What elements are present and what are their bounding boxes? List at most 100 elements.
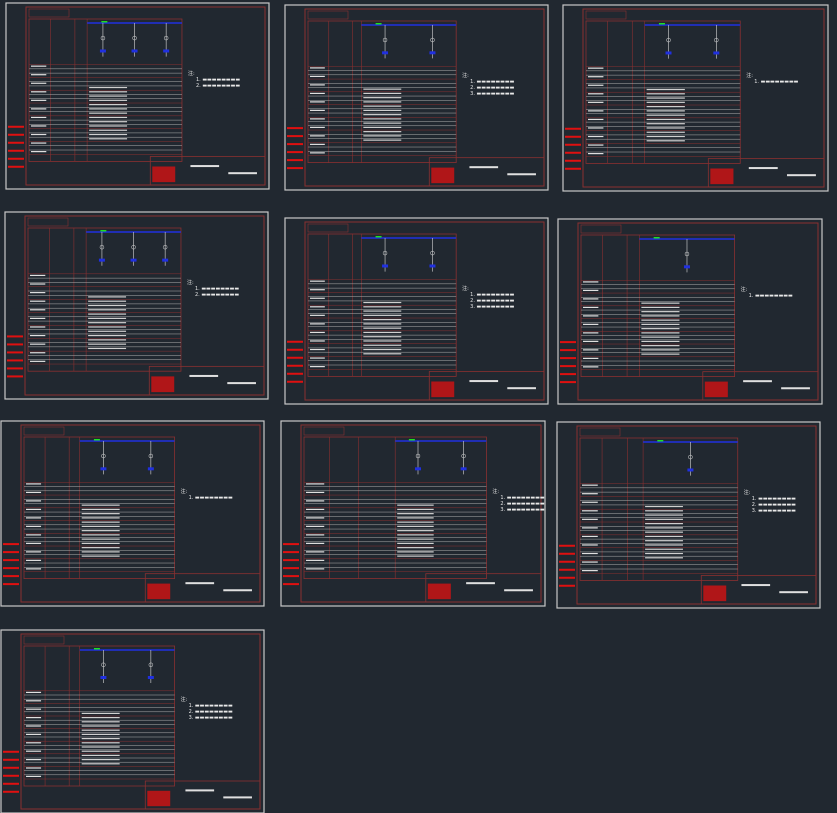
row-value-text bbox=[397, 538, 434, 540]
row-value-text bbox=[81, 712, 120, 714]
row-value-text bbox=[81, 725, 120, 727]
left-strip-label bbox=[8, 141, 24, 144]
header-cell bbox=[585, 10, 627, 20]
row-value-text bbox=[645, 531, 683, 533]
row-value-text bbox=[88, 313, 127, 315]
row-value-text bbox=[641, 315, 680, 317]
left-strip-label bbox=[287, 380, 303, 383]
row-value-text bbox=[641, 302, 680, 304]
row-value-text bbox=[641, 319, 680, 321]
title-block-signatures bbox=[710, 168, 734, 185]
drawing-sheet-9[interactable] bbox=[556, 421, 821, 609]
breaker-symbol bbox=[714, 37, 719, 43]
left-strip-label bbox=[3, 551, 19, 554]
title-block-signatures bbox=[703, 585, 727, 602]
row-value-text bbox=[88, 296, 127, 298]
switch-symbol bbox=[713, 51, 720, 55]
switch-symbol bbox=[147, 467, 154, 471]
sheet-notes: 注: 1. ▬▬▬▬▬▬▬▬ bbox=[181, 488, 233, 501]
left-strip-label bbox=[3, 575, 19, 578]
row-label-text bbox=[26, 708, 42, 710]
row-value-text bbox=[363, 88, 402, 90]
breaker-symbol bbox=[684, 251, 690, 257]
row-label-text bbox=[582, 518, 598, 520]
sheet-frame bbox=[304, 221, 545, 401]
row-value-text bbox=[88, 339, 127, 341]
row-value-text bbox=[641, 340, 680, 342]
row-label-text bbox=[30, 326, 46, 328]
drawing-sheet-3[interactable] bbox=[562, 4, 829, 192]
drawing-sheet-2[interactable] bbox=[284, 4, 549, 191]
drawing-sheet-5[interactable] bbox=[284, 217, 549, 405]
row-value-text bbox=[89, 86, 128, 89]
drawing-title-text bbox=[469, 380, 499, 383]
row-label-text bbox=[310, 92, 325, 94]
drawing-sheet-10[interactable] bbox=[0, 629, 265, 813]
drawing-sheet-1[interactable] bbox=[5, 2, 270, 190]
row-value-text bbox=[81, 750, 120, 752]
row-value-text bbox=[363, 340, 402, 342]
title-block-signatures bbox=[147, 583, 171, 600]
row-value-text bbox=[645, 548, 683, 550]
row-label-text bbox=[306, 483, 325, 485]
switch-symbol bbox=[382, 51, 389, 55]
row-value-text bbox=[88, 334, 127, 337]
row-value-text bbox=[646, 140, 685, 142]
row-label-text bbox=[310, 143, 325, 145]
row-label-text bbox=[583, 349, 599, 351]
drawing-sheet-6[interactable] bbox=[557, 218, 823, 405]
row-label-text bbox=[588, 76, 604, 78]
row-value-text bbox=[363, 319, 402, 321]
switch-symbol bbox=[131, 49, 138, 53]
sheet-frame bbox=[577, 222, 819, 401]
row-label-text bbox=[310, 289, 325, 291]
row-value-text bbox=[397, 542, 434, 544]
left-strip-label bbox=[3, 750, 19, 753]
left-strip-label bbox=[7, 343, 23, 346]
drawing-number-text bbox=[779, 591, 808, 594]
row-label-text bbox=[26, 551, 42, 553]
left-strip-label bbox=[8, 165, 24, 168]
notes-label: 注: bbox=[462, 285, 469, 292]
row-value-text bbox=[645, 557, 683, 559]
note-item: 3. ▬▬▬▬▬▬▬▬ bbox=[500, 506, 545, 513]
row-value-text bbox=[81, 538, 120, 540]
row-label-text bbox=[30, 274, 46, 277]
left-strip-label bbox=[559, 560, 575, 563]
left-strip-label bbox=[287, 143, 303, 146]
left-strip-label bbox=[8, 133, 24, 136]
row-value-text bbox=[81, 504, 120, 506]
title-block bbox=[148, 365, 265, 396]
row-value-text bbox=[363, 118, 402, 120]
row-label-text bbox=[582, 561, 598, 563]
left-strip-label bbox=[7, 375, 23, 378]
row-value-text bbox=[81, 754, 120, 756]
row-value-text bbox=[363, 122, 402, 124]
title-block bbox=[702, 371, 819, 401]
row-value-text bbox=[81, 525, 120, 527]
row-label-text bbox=[310, 331, 325, 334]
header-cell bbox=[23, 635, 65, 645]
row-label-text bbox=[26, 525, 42, 527]
left-strip-label bbox=[559, 544, 575, 547]
row-value-text bbox=[363, 336, 402, 338]
row-value-text bbox=[363, 105, 402, 107]
drawing-sheet-7[interactable] bbox=[0, 420, 265, 607]
row-label-text bbox=[26, 568, 42, 570]
row-label-text bbox=[588, 153, 604, 155]
notes-label: 注: bbox=[492, 488, 500, 495]
row-value-text bbox=[645, 544, 683, 546]
row-label-text bbox=[31, 65, 47, 67]
header-cell bbox=[27, 217, 69, 227]
row-value-text bbox=[646, 110, 685, 112]
notes-label: 注: bbox=[187, 70, 195, 77]
left-strip-label bbox=[559, 568, 575, 571]
left-strip-label bbox=[565, 159, 581, 162]
drawing-number-text bbox=[223, 796, 252, 799]
left-strip-label bbox=[559, 576, 575, 579]
drawing-sheet-8[interactable] bbox=[280, 420, 546, 607]
drawing-sheet-4[interactable] bbox=[4, 211, 269, 400]
left-strip-label bbox=[287, 356, 303, 359]
row-label-text bbox=[306, 542, 325, 544]
